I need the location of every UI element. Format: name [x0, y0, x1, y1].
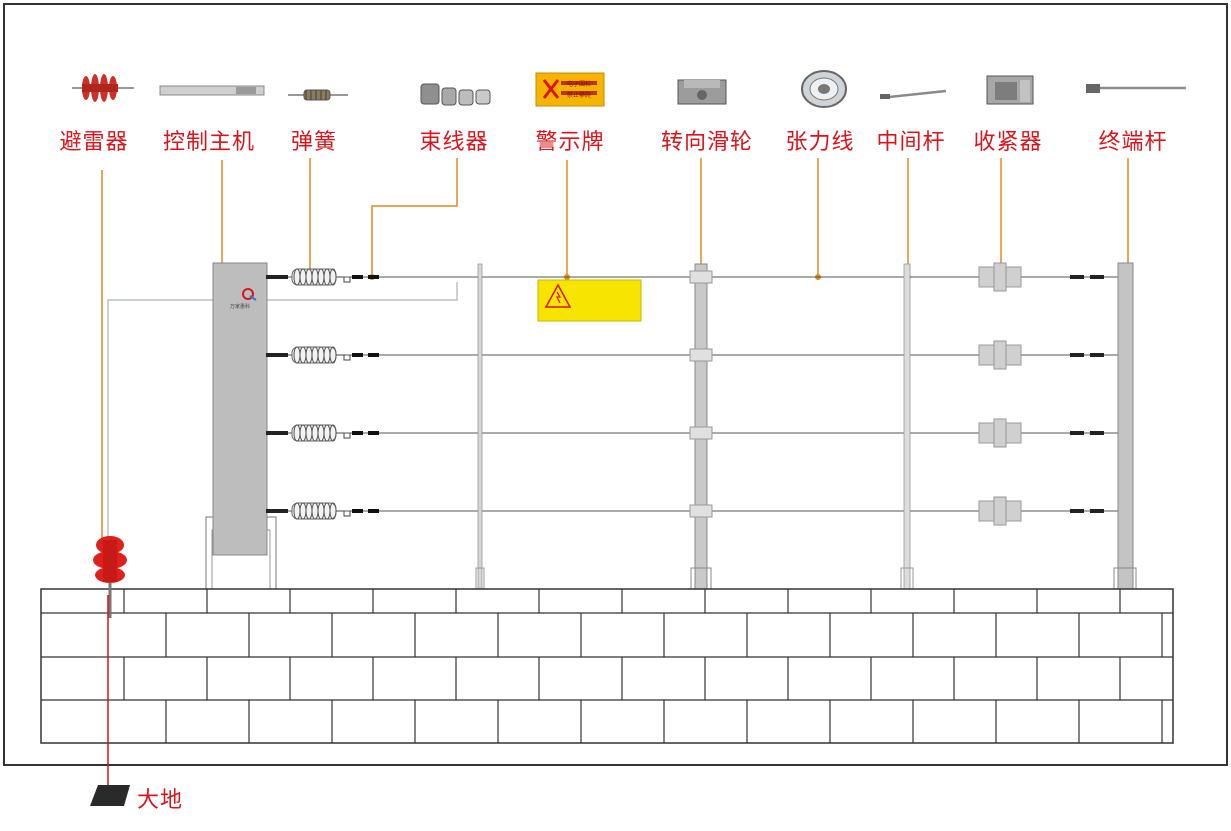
middle-pole-icon — [879, 89, 947, 100]
turning-pulley-icon — [677, 79, 727, 105]
wire-clamp-icon — [420, 83, 491, 106]
label-terminal-pole: 终端杆 — [1098, 130, 1168, 155]
label-controller: 控制主机 — [162, 130, 256, 155]
label-ground: 大地 — [137, 788, 184, 813]
terminal-insulators — [1070, 275, 1104, 513]
label-wire-clamp: 束线器 — [419, 130, 489, 155]
label-tension-wire: 张力线 — [785, 130, 855, 155]
leader-lines — [101, 158, 1129, 540]
ground-plate-icon — [90, 785, 130, 806]
middle-pole — [900, 263, 914, 590]
controller-host-icon — [159, 85, 265, 96]
lightning-arrester — [93, 536, 127, 618]
label-warning-sign: 警示牌 — [535, 130, 605, 155]
spring-assembly — [266, 424, 379, 442]
sign-text-line-1: 电子围栏 — [567, 80, 591, 88]
tighteners — [978, 262, 1022, 526]
spring-icon — [288, 89, 348, 101]
label-spring: 弹簧 — [290, 130, 338, 155]
pulley-pole — [689, 263, 713, 590]
terminal-pole — [1113, 262, 1137, 591]
label-middle-pole: 中间杆 — [876, 130, 946, 155]
lightning-arrester-icon — [72, 74, 134, 102]
diagram-border — [3, 3, 1228, 766]
thin-pole — [475, 263, 485, 590]
controller-host: 万家惠科 — [205, 262, 277, 591]
spring-assembly — [266, 346, 379, 364]
ground-wire — [107, 282, 458, 540]
controller-brand: 万家惠科 — [230, 303, 250, 310]
tightener-icon — [986, 75, 1034, 105]
spring-assembly — [266, 268, 379, 286]
terminal-pole-icon — [1086, 84, 1186, 93]
tension-wire-coil-icon — [801, 70, 847, 108]
warning-sign-icon — [535, 72, 605, 107]
label-arrester: 避雷器 — [59, 130, 129, 155]
fence-warning-sign — [537, 279, 642, 322]
brick-wall — [40, 588, 1174, 744]
spring-assembly — [266, 502, 379, 520]
label-tightener: 收紧器 — [973, 130, 1043, 155]
label-pulley: 转向滑轮 — [660, 130, 754, 155]
sign-text-line-2: 禁止攀爬 — [567, 91, 591, 99]
